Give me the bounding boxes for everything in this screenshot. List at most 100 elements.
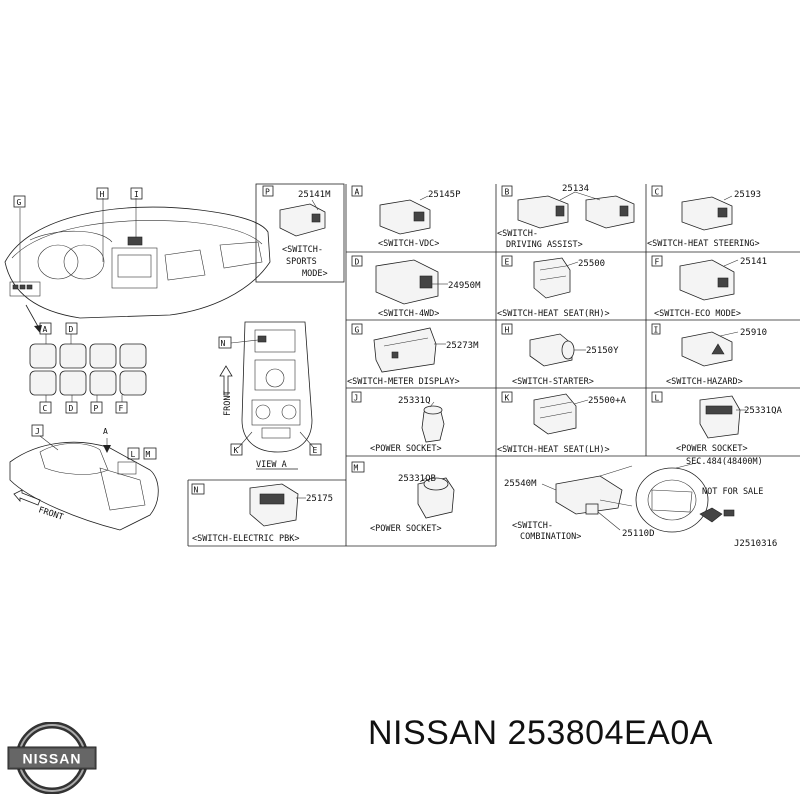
svg-text:A: A bbox=[43, 325, 48, 334]
svg-text:SPORTS: SPORTS bbox=[286, 257, 317, 267]
svg-text:E: E bbox=[313, 446, 318, 455]
svg-text:L: L bbox=[655, 394, 660, 403]
svg-text:<SWITCH-METER DISPLAY>: <SWITCH-METER DISPLAY> bbox=[347, 377, 460, 387]
part-number-25910: 25910 bbox=[740, 328, 767, 338]
console-tag-L: L bbox=[127, 447, 140, 460]
svg-text:H: H bbox=[100, 190, 105, 199]
svg-text:H: H bbox=[505, 326, 510, 335]
svg-text:<POWER SOCKET>: <POWER SOCKET> bbox=[370, 524, 442, 534]
panel-B: B 25134 <SWITCH- DRIVING ASSIST> bbox=[497, 184, 635, 250]
panel-K: K 25500+A <SWITCH-HEAT SEAT(LH)> bbox=[497, 391, 627, 455]
svg-text:J: J bbox=[35, 427, 40, 436]
svg-text:K: K bbox=[234, 446, 239, 455]
svg-text:<SWITCH-HAZARD>: <SWITCH-HAZARD> bbox=[666, 377, 743, 387]
svg-text:<SWITCH-: <SWITCH- bbox=[512, 521, 553, 531]
svg-text:<SWITCH-VDC>: <SWITCH-VDC> bbox=[378, 239, 439, 249]
panel-N: N 25175 <SWITCH-ELECTRIC PBK> bbox=[191, 483, 333, 544]
view-a-tag-N: N bbox=[218, 336, 232, 349]
panel-A: A 25145P <SWITCH-VDC> bbox=[351, 185, 461, 249]
svg-text:<POWER SOCKET>: <POWER SOCKET> bbox=[676, 444, 748, 454]
panel-G: G 25273M <SWITCH-METER DISPLAY> bbox=[347, 323, 479, 387]
grid-tag-P: P bbox=[90, 401, 103, 414]
part-number-25331QB: 25331QB bbox=[398, 474, 436, 484]
svg-text:E: E bbox=[505, 258, 510, 267]
svg-text:M: M bbox=[354, 464, 359, 473]
part-number-25540M: 25540M bbox=[504, 479, 537, 489]
svg-text:C: C bbox=[43, 404, 48, 413]
view-a-arrow-label: A bbox=[103, 427, 108, 436]
svg-text:I: I bbox=[654, 326, 659, 335]
part-number-25500: 25500 bbox=[578, 259, 605, 269]
panel-H: H 25150Y <SWITCH-STARTER> bbox=[501, 323, 619, 387]
svg-text:C: C bbox=[655, 188, 660, 197]
svg-text:F: F bbox=[655, 258, 660, 267]
svg-text:<SWITCH-4WD>: <SWITCH-4WD> bbox=[378, 309, 439, 319]
front-label: FRONT bbox=[37, 505, 64, 522]
part-number-25141M: 25141M bbox=[298, 190, 331, 200]
not-for-sale-label: NOT FOR SALE bbox=[702, 487, 763, 497]
svg-text:G: G bbox=[17, 198, 22, 207]
svg-text:F: F bbox=[119, 404, 124, 413]
svg-text:DRIVING ASSIST>: DRIVING ASSIST> bbox=[506, 240, 583, 250]
part-number-24950M: 24950M bbox=[448, 281, 481, 291]
view-a: N K E FRONT VIEW A bbox=[218, 321, 322, 470]
panel-L: L 25331QA <POWER SOCKET> bbox=[651, 391, 783, 454]
svg-text:I: I bbox=[134, 190, 139, 199]
view-a-front-label: FRONT bbox=[223, 390, 233, 416]
part-number-25331Q: 25331Q bbox=[398, 396, 431, 406]
part-number-25175: 25175 bbox=[306, 494, 333, 504]
console-tag-J: J bbox=[31, 424, 44, 437]
grid-tag-A: A bbox=[39, 322, 52, 335]
center-console: J A L M FRONT bbox=[9, 424, 159, 531]
svg-text:N: N bbox=[221, 339, 226, 348]
part-number-25193: 25193 bbox=[734, 190, 761, 200]
part-number-25331QA: 25331QA bbox=[744, 406, 783, 416]
svg-text:<SWITCH-STARTER>: <SWITCH-STARTER> bbox=[512, 377, 594, 387]
panel-grid-lines bbox=[187, 184, 800, 547]
part-number-25273M: 25273M bbox=[446, 341, 479, 351]
svg-text:A: A bbox=[355, 188, 360, 197]
part-number-25500A: 25500+A bbox=[588, 396, 627, 406]
panel-J: J 25331Q <POWER SOCKET> bbox=[351, 391, 445, 454]
svg-text:D: D bbox=[355, 258, 360, 267]
svg-text:<SWITCH-ECO MODE>: <SWITCH-ECO MODE> bbox=[654, 309, 741, 319]
part-number-25141: 25141 bbox=[740, 257, 767, 267]
switch-grid: A D C D P F bbox=[25, 304, 147, 414]
svg-text:L: L bbox=[131, 450, 136, 459]
nissan-logo: NISSAN bbox=[7, 722, 97, 794]
grid-tag-F: F bbox=[115, 401, 128, 414]
part-number-25150Y: 25150Y bbox=[586, 346, 619, 356]
svg-text:COMBINATION>: COMBINATION> bbox=[520, 532, 581, 542]
overview-tag-G: G bbox=[13, 195, 26, 208]
svg-text:<SWITCH-HEAT SEAT(LH)>: <SWITCH-HEAT SEAT(LH)> bbox=[497, 445, 610, 455]
svg-text:G: G bbox=[355, 326, 360, 335]
svg-text:<SWITCH-ELECTRIC PBK>: <SWITCH-ELECTRIC PBK> bbox=[192, 534, 299, 544]
grid-tag-D2: D bbox=[65, 401, 78, 414]
logo-wordmark: NISSAN bbox=[23, 751, 82, 767]
part-number-25145P: 25145P bbox=[428, 190, 461, 200]
part-number-25134: 25134 bbox=[562, 184, 589, 194]
grid-tag-C: C bbox=[39, 401, 52, 414]
panel-F: F 25141 <SWITCH-ECO MODE> bbox=[651, 255, 767, 319]
view-a-tag-K: K bbox=[230, 443, 243, 456]
grid-tag-D: D bbox=[65, 322, 78, 335]
panel-E: E 25500 <SWITCH-HEAT SEAT(RH)> bbox=[497, 255, 610, 319]
part-number-25110D: 25110D bbox=[622, 529, 655, 539]
svg-text:P: P bbox=[265, 188, 270, 197]
overview-tag-I: I bbox=[130, 187, 143, 200]
svg-text:<SWITCH-HEAT STEERING>: <SWITCH-HEAT STEERING> bbox=[647, 239, 760, 249]
panel-P: P 25141M <SWITCH- SPORTS MODE> bbox=[255, 183, 345, 283]
part-number-title: NISSAN 253804EA0A bbox=[368, 714, 713, 752]
view-a-tag-E: E bbox=[309, 443, 322, 456]
panel-I: I 25910 <SWITCH-HAZARD> bbox=[651, 323, 767, 387]
console-tag-M: M bbox=[143, 447, 157, 460]
svg-text:M: M bbox=[146, 450, 151, 459]
dashboard-overview: G H I bbox=[4, 187, 271, 319]
panel-D: D 24950M <SWITCH-4WD> bbox=[351, 255, 481, 319]
overview-tag-H: H bbox=[96, 187, 109, 200]
svg-text:D: D bbox=[69, 325, 74, 334]
svg-text:<POWER SOCKET>: <POWER SOCKET> bbox=[370, 444, 442, 454]
svg-text:MODE>: MODE> bbox=[302, 269, 328, 279]
svg-text:<SWITCH-: <SWITCH- bbox=[282, 245, 323, 255]
